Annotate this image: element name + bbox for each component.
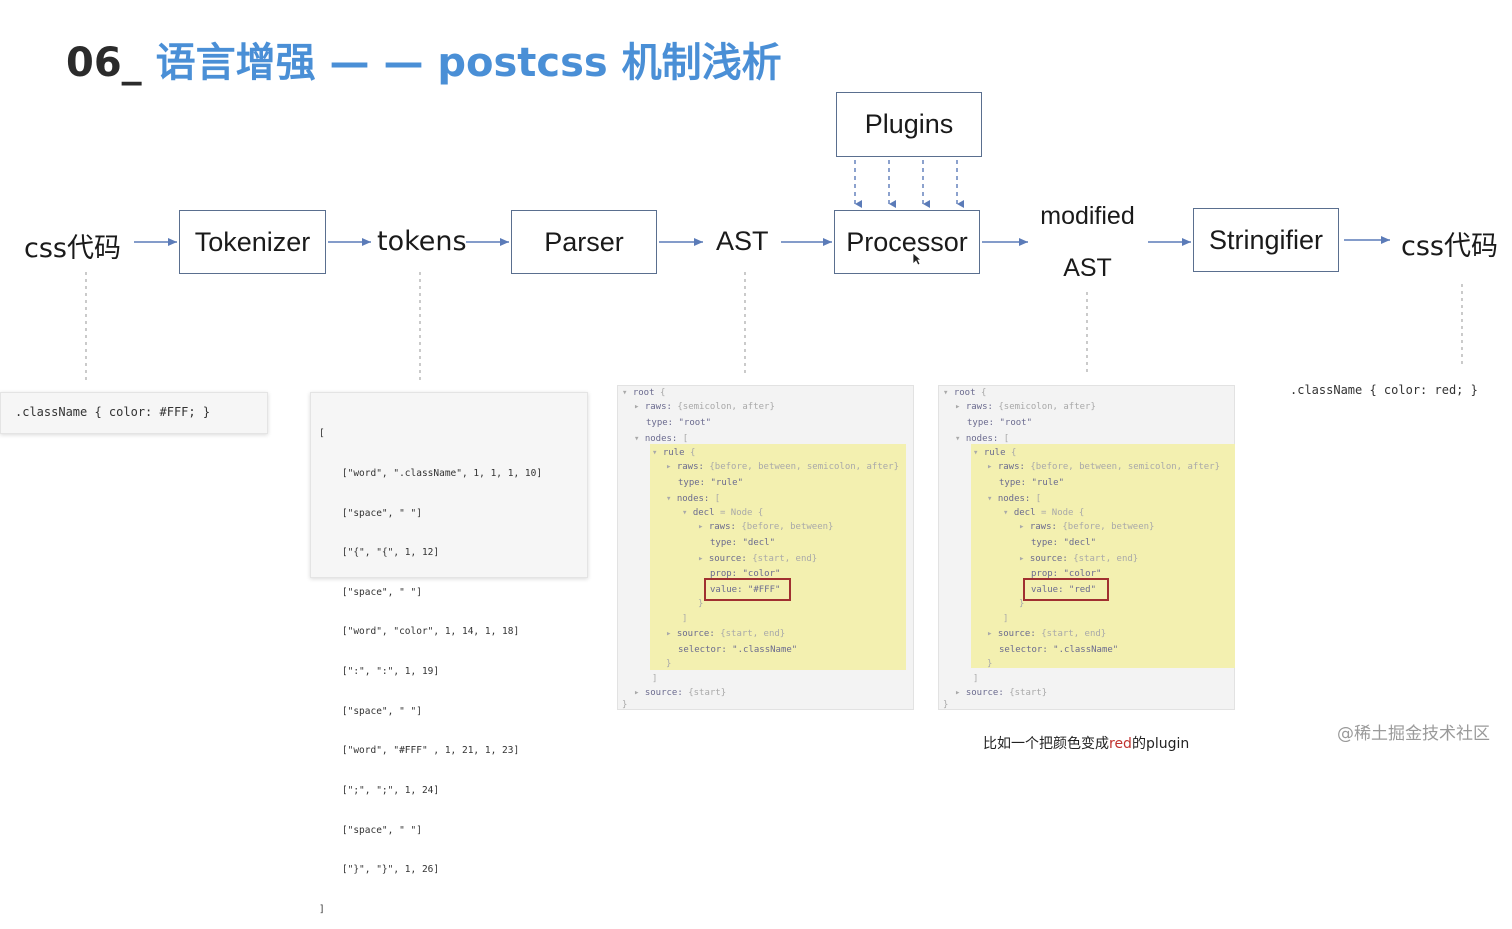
ast-type-decl: type: "decl" [710,538,776,548]
token-line: ["word", "#FFF" , 1, 21, 1, 23] [319,745,520,757]
ast-raws-rule: raws: [997,462,1025,472]
token-line: [ [319,428,325,440]
processor-box: Processor [834,210,980,274]
modified-ast-text: AST [1063,254,1112,282]
ast-rule: rule [662,448,685,458]
mouse-cursor-icon [912,252,922,266]
ast-decl-extra: Node { [730,508,764,518]
input-css-example: .className { color: #FFF; } [0,392,268,434]
ast-decl: decl [1013,508,1036,518]
ast-raws-root-val: {semicolon, after} [998,402,1096,412]
ast-prop: prop: "color" [1031,569,1102,579]
ast-nodes2: nodes: [676,494,710,504]
ast-selector: selector: ".className" [678,645,798,655]
ast-label: AST [716,226,769,256]
rule-highlight [971,444,1235,668]
token-line: ["{", "{", 1, 12] [319,547,440,559]
token-line: ["space", " "] [319,824,422,836]
ast-raws-root: raws: [644,402,672,412]
modified-ast-tree-panel: ▾ root { ▸ raws: {semicolon, after} type… [938,385,1235,710]
caption-after: 的plugin [1131,736,1190,752]
ast-tree-panel: ▾ root { ▸ raws: {semicolon, after} type… [617,385,914,710]
ast-source-rule-val: {start, end} [1041,629,1107,639]
ast-selector: selector: ".className" [999,645,1119,655]
title-number: 06_ [66,40,142,86]
ast-root: root [953,388,976,398]
plugins-box: Plugins [836,92,982,157]
css-output-label: css代码 [1401,231,1498,262]
token-line: ["}", "}", 1, 26] [319,864,440,876]
ast-raws-rule-val: {before, between, semicolon, after} [1030,462,1221,472]
ast-raws-decl: raws: [1029,522,1057,532]
ast-source-decl-val: {start, end} [752,554,818,564]
slide-title: 06_ 语言增强 — — postcss 机制浅析 [66,30,782,88]
watermark: @稀土掘金技术社区 [1337,724,1490,744]
ast-raws-root: raws: [965,402,993,412]
ast-source-root: source: [644,688,683,698]
ast-raws-rule: raws: [676,462,704,472]
ast-type-root: type: "root" [646,418,712,428]
token-line: ["word", ".className", 1, 1, 1, 10] [319,468,543,480]
token-line: ["word", "color", 1, 14, 1, 18] [319,626,520,638]
stringifier-box: Stringifier [1193,208,1339,272]
ast-rule: rule [983,448,1006,458]
token-line: ["space", " "] [319,586,422,598]
ast-nodes2: nodes: [997,494,1031,504]
modified-text: modified [1040,202,1135,230]
ast-raws-decl-val: {before, between} [1062,522,1155,532]
token-line: ] [319,903,325,915]
ast-root: root [632,388,655,398]
value-highlight-box [704,578,791,601]
ast-source-decl-val: {start, end} [1073,554,1139,564]
ast-source-decl: source: [1029,554,1068,564]
value-highlight-box [1023,578,1109,601]
ast-source-root: source: [965,688,1004,698]
ast-value-before: value: "#FFF" [710,585,781,595]
rule-highlight [650,444,906,670]
ast-source-root-val: {start} [1009,688,1048,698]
ast-raws-rule-val: {before, between, semicolon, after} [709,462,900,472]
ast-raws-decl: raws: [708,522,736,532]
css-input-label: css代码 [24,233,121,264]
token-line: [":", ":", 1, 19] [319,666,440,678]
ast-raws-root-val: {semicolon, after} [677,402,775,412]
ast-prop: prop: "color" [710,569,781,579]
ast-value-after: value: "red" [1031,585,1097,595]
ast-source-rule: source: [676,629,715,639]
caption-before: 比如一个把颜色变成 [983,736,1109,752]
ast-type-root: type: "root" [967,418,1033,428]
ast-source-rule-val: {start, end} [720,629,786,639]
title-text: 语言增强 — — postcss 机制浅析 [141,40,782,86]
parser-box: Parser [511,210,657,274]
connector-layer [85,160,1463,380]
ast-nodes: nodes: [965,434,999,444]
tokens-label: tokens [377,226,467,257]
token-line: [";", ";", 1, 24] [319,784,440,796]
token-line: ["space", " "] [319,507,422,519]
modified-ast-label: modified AST [1030,190,1145,294]
token-line: ["space", " "] [319,705,422,717]
ast-decl-extra: Node { [1051,508,1085,518]
ast-raws-decl-val: {before, between} [741,522,834,532]
ast-source-root-val: {start} [688,688,727,698]
ast-type-rule: type: "rule" [678,478,744,488]
ast-nodes: nodes: [644,434,678,444]
caption-red: red [1109,736,1132,752]
ast-type-decl: type: "decl" [1031,538,1097,548]
ast-source-rule: source: [997,629,1036,639]
ast-type-rule: type: "rule" [999,478,1065,488]
plugin-caption: 比如一个把颜色变成red的plugin [983,733,1189,753]
output-css-example: .className { color: red; } [1290,383,1478,397]
ast-decl: decl [692,508,715,518]
tokens-example: [ ["word", ".className", 1, 1, 1, 10] ["… [310,392,588,915]
ast-source-decl: source: [708,554,747,564]
tokenizer-box: Tokenizer [179,210,326,274]
